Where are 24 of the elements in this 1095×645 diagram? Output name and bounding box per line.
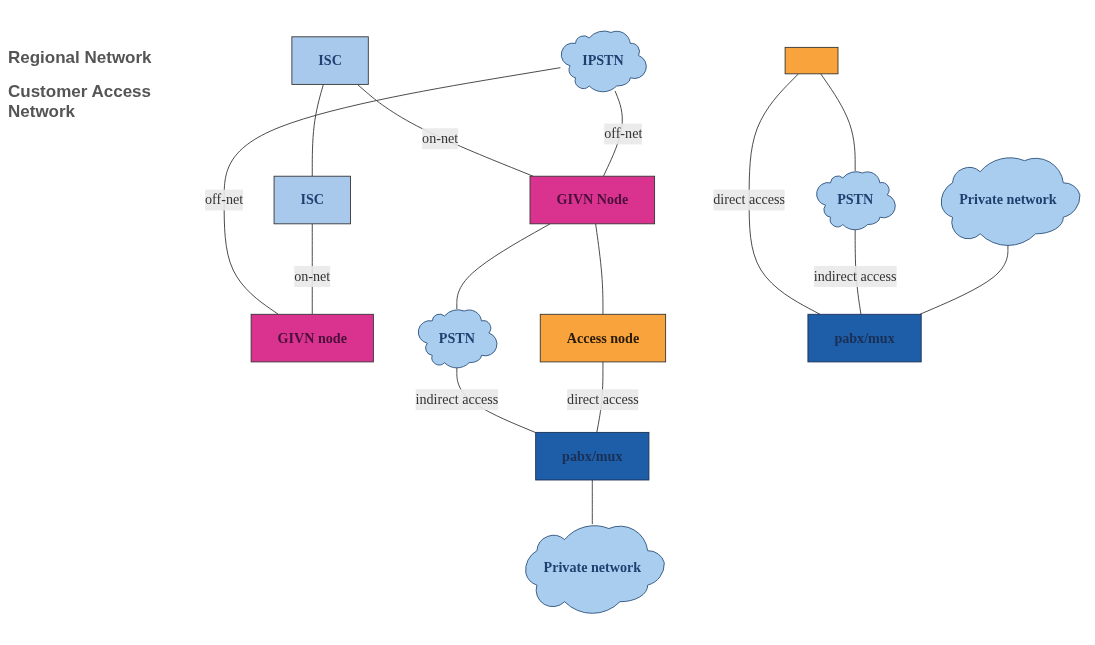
zone-label: Regional Network [8, 48, 153, 68]
edge-label: on-net [422, 131, 459, 147]
edge-label: off-net [205, 192, 244, 208]
node-box: pabx/mux [807, 314, 922, 363]
node-box: ISC [291, 36, 369, 86]
edge-label: direct access [713, 192, 785, 208]
connector [311, 84, 324, 177]
edge-label: indirect access [415, 392, 499, 408]
connector [820, 73, 856, 172]
node-box: pabx/mux [535, 432, 650, 481]
node-box: GIVN Node [529, 176, 656, 225]
node-box: ISC [273, 176, 351, 225]
node-box: GIVN node [250, 314, 374, 363]
edge-label: indirect access [813, 268, 897, 284]
edge-label: direct access [567, 392, 639, 408]
node-box [784, 47, 839, 75]
zone-label: Customer Access Network [8, 82, 152, 122]
connector [591, 479, 593, 525]
connector [748, 73, 821, 316]
connector [595, 223, 604, 316]
edge-label: off-net [604, 126, 643, 142]
connector [357, 84, 534, 177]
edge-label: on-net [294, 268, 331, 284]
node-box: Access node [539, 314, 667, 363]
